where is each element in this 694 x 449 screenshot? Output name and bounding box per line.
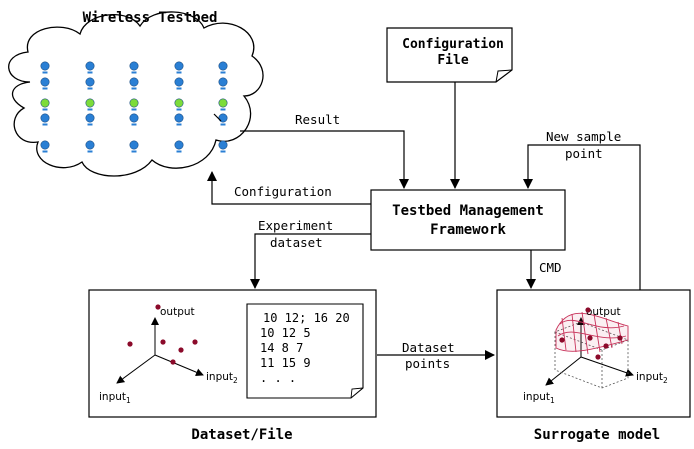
surrogate-model-title: Surrogate model bbox=[534, 427, 660, 443]
file-line: 10 12 5 bbox=[260, 326, 311, 340]
experiment-label-1: Experiment bbox=[258, 218, 333, 233]
testbed-node-tag bbox=[87, 150, 93, 153]
experiment-label-2: dataset bbox=[270, 235, 323, 250]
testbed-node-icon bbox=[40, 113, 50, 123]
testbed-node-tag bbox=[220, 150, 226, 153]
testbed-node-icon bbox=[85, 140, 95, 150]
testbed-node-tag bbox=[87, 123, 93, 126]
wireless-testbed-cloud bbox=[8, 11, 264, 177]
testbed-node-icon bbox=[40, 61, 50, 71]
testbed-node-tag bbox=[87, 87, 93, 90]
testbed-node-tag bbox=[87, 71, 93, 74]
testbed-node-tag bbox=[131, 108, 137, 111]
testbed-node-tag bbox=[220, 123, 226, 126]
dataset-sample-points bbox=[127, 304, 198, 365]
arrow-new-sample-point bbox=[523, 144, 641, 290]
dataset-3d-axes bbox=[116, 317, 204, 384]
file-line: 11 15 9 bbox=[260, 356, 311, 370]
testbed-node-tag bbox=[131, 71, 137, 74]
testbed-node-icon bbox=[85, 113, 95, 123]
testbed-node-icon bbox=[129, 98, 139, 108]
cmd-label: CMD bbox=[539, 260, 562, 275]
testbed-node-icon bbox=[40, 98, 50, 108]
testbed-node-tag bbox=[87, 108, 93, 111]
new-sample-label-1: New sample bbox=[546, 129, 621, 144]
management-framework-label-2: Framework bbox=[430, 222, 506, 238]
testbed-node-tag bbox=[42, 87, 48, 90]
surrogate-sample-points bbox=[559, 307, 623, 360]
surrogate-model-box bbox=[496, 289, 691, 418]
testbed-node-tag bbox=[131, 150, 137, 153]
configuration-file-label-2: File bbox=[437, 53, 468, 68]
testbed-node-icon bbox=[129, 113, 139, 123]
dataset-file-note bbox=[246, 303, 364, 399]
testbed-node-icon bbox=[218, 113, 228, 123]
testbed-link-mark bbox=[213, 113, 222, 122]
testbed-node-icon bbox=[129, 140, 139, 150]
configuration-file-box bbox=[386, 27, 513, 83]
testbed-node-icon bbox=[174, 98, 184, 108]
testbed-node-icon bbox=[85, 98, 95, 108]
testbed-node-grid bbox=[40, 61, 228, 153]
testbed-node-tag bbox=[176, 71, 182, 74]
wireless-testbed-title: Wireless Testbed bbox=[83, 10, 218, 26]
management-framework-box bbox=[370, 189, 566, 251]
surrogate-axis-output: output bbox=[586, 306, 621, 318]
testbed-node-tag bbox=[42, 71, 48, 74]
dataset-axis-input1: input1 bbox=[99, 391, 131, 405]
testbed-node-tag bbox=[42, 150, 48, 153]
testbed-node-icon bbox=[218, 77, 228, 87]
testbed-node-tag bbox=[131, 123, 137, 126]
arrow-configuration bbox=[207, 171, 371, 205]
testbed-node-tag bbox=[42, 108, 48, 111]
testbed-node-icon bbox=[174, 77, 184, 87]
arrow-experiment-dataset bbox=[250, 233, 371, 289]
testbed-node-tag bbox=[220, 71, 226, 74]
testbed-node-icon bbox=[129, 77, 139, 87]
testbed-node-icon bbox=[40, 77, 50, 87]
testbed-node-tag bbox=[131, 87, 137, 90]
testbed-node-icon bbox=[174, 113, 184, 123]
file-line: 14 8 7 bbox=[260, 341, 303, 355]
testbed-node-icon bbox=[129, 61, 139, 71]
new-sample-label-2: point bbox=[565, 146, 603, 161]
testbed-node-icon bbox=[174, 61, 184, 71]
management-framework-label-1: Testbed Management bbox=[392, 203, 544, 219]
dataset-points-label-1: Dataset bbox=[402, 340, 455, 355]
dataset-file-title: Dataset/File bbox=[191, 427, 292, 443]
testbed-node-tag bbox=[176, 108, 182, 111]
dataset-axis-output: output bbox=[160, 306, 195, 318]
testbed-node-tag bbox=[220, 87, 226, 90]
file-line: 10 12; 16 20 bbox=[263, 311, 350, 325]
result-label: Result bbox=[295, 112, 340, 127]
dataset-points-label-2: points bbox=[405, 356, 450, 371]
testbed-node-icon bbox=[218, 140, 228, 150]
testbed-node-icon bbox=[174, 140, 184, 150]
testbed-node-tag bbox=[220, 108, 226, 111]
arrow-result bbox=[240, 130, 409, 189]
testbed-node-tag bbox=[42, 123, 48, 126]
file-line: . . . bbox=[260, 371, 296, 385]
testbed-node-icon bbox=[85, 77, 95, 87]
dataset-axis-input2: input2 bbox=[206, 371, 238, 385]
surrogate-axis-input2: input2 bbox=[636, 371, 668, 385]
configuration-label: Configuration bbox=[234, 184, 332, 199]
configuration-file-label-1: Configuration bbox=[402, 37, 504, 52]
testbed-node-icon bbox=[218, 61, 228, 71]
testbed-node-icon bbox=[218, 98, 228, 108]
testbed-node-tag bbox=[176, 123, 182, 126]
testbed-node-icon bbox=[40, 140, 50, 150]
testbed-node-icon bbox=[85, 61, 95, 71]
testbed-node-tag bbox=[176, 87, 182, 90]
testbed-node-tag bbox=[176, 150, 182, 153]
surrogate-axis-input1: input1 bbox=[523, 391, 555, 405]
